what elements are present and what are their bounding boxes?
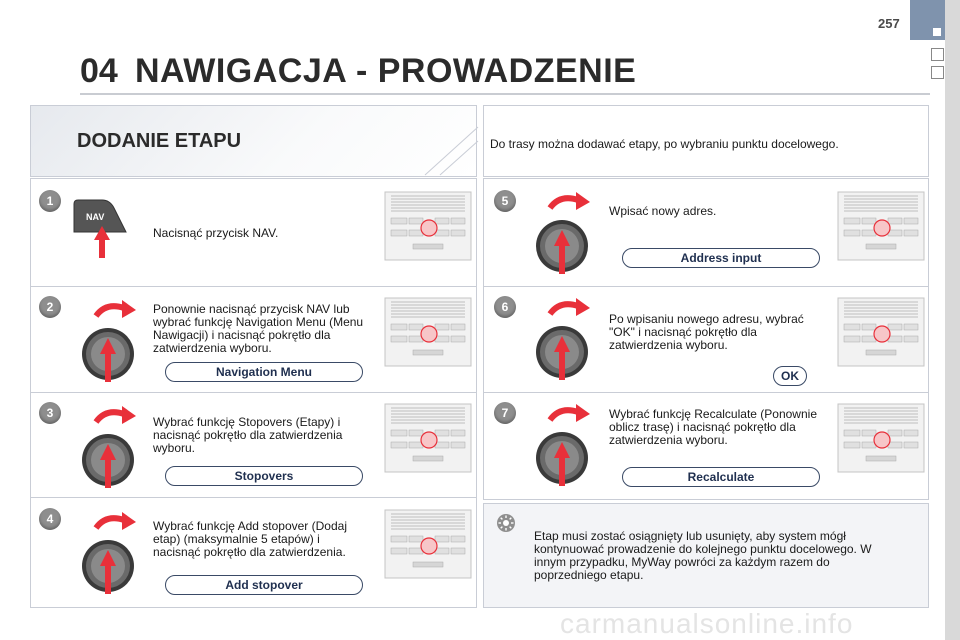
- radio-unit-icon: [384, 403, 472, 473]
- step-text: Wybrać funkcję Stopovers (Etapy) i nacis…: [153, 415, 343, 455]
- step-text: Po wpisaniu nowego adresu, wybrać "OK" i…: [609, 312, 804, 352]
- menu-option-add-stopover[interactable]: Add stopover: [165, 575, 363, 595]
- info-sun-icon: [497, 514, 515, 532]
- header-rule: [80, 93, 930, 95]
- divider: [30, 392, 477, 393]
- intro-panel: [483, 105, 929, 177]
- watermark: carmanualsonline.info: [560, 608, 854, 639]
- svg-text:NAV: NAV: [86, 212, 104, 222]
- step-number: 5: [494, 190, 516, 212]
- subtitle-panel: [30, 105, 477, 177]
- rotary-knob-icon: [82, 512, 136, 594]
- menu-option-recalculate[interactable]: Recalculate: [622, 467, 820, 487]
- step-text: Wybrać funkcję Add stopover (Dodaj etap)…: [153, 519, 347, 559]
- radio-unit-icon: [384, 191, 472, 261]
- radio-unit-icon: [837, 191, 925, 261]
- step-text: Nacisnąć przycisk NAV.: [153, 226, 279, 240]
- step-text: Ponownie nacisnąć przycisk NAV lub wybra…: [153, 302, 364, 355]
- divider: [483, 392, 929, 393]
- radio-unit-icon: [384, 297, 472, 367]
- index-box: [931, 66, 944, 79]
- divider: [483, 286, 929, 287]
- step-number: 4: [39, 508, 61, 530]
- step-text: Wybrać funkcję Recalculate (Ponownie obl…: [609, 407, 817, 447]
- radio-unit-icon: [837, 297, 925, 367]
- step-number: 7: [494, 402, 516, 424]
- divider: [30, 497, 477, 498]
- step-number: 2: [39, 296, 61, 318]
- page-title: NAWIGACJA - PROWADZENIE: [135, 52, 637, 90]
- corner-tab: [910, 0, 945, 40]
- side-strip: [945, 0, 960, 640]
- radio-unit-icon: [384, 509, 472, 579]
- radio-unit-icon: [837, 403, 925, 473]
- menu-option-navigation-menu[interactable]: Navigation Menu: [165, 362, 363, 382]
- divider: [30, 286, 477, 287]
- rotary-knob-icon: [536, 192, 590, 274]
- rotary-knob-icon: [536, 298, 590, 380]
- page-number: 257: [878, 16, 900, 31]
- ok-button[interactable]: OK: [773, 366, 807, 386]
- section-subtitle: DODANIE ETAPU: [77, 130, 242, 152]
- step-number: 6: [494, 296, 516, 318]
- menu-option-stopovers[interactable]: Stopovers: [165, 466, 363, 486]
- step-text: Wpisać nowy adres.: [609, 204, 717, 218]
- rotary-knob-icon: [82, 300, 136, 382]
- index-box: [931, 48, 944, 61]
- rotary-knob-icon: [536, 404, 590, 486]
- rotary-knob-icon: [82, 406, 136, 488]
- step-number: 3: [39, 402, 61, 424]
- note-text: Etap musi zostać osiągnięty lub usunięty…: [534, 529, 872, 582]
- step-number: 1: [39, 190, 61, 212]
- intro-text: Do trasy można dodawać etapy, po wybrani…: [490, 137, 839, 151]
- menu-option-address-input[interactable]: Address input: [622, 248, 820, 268]
- chapter-number: 04: [80, 52, 118, 90]
- nav-button-icon: NAV: [73, 199, 127, 258]
- note-panel: [483, 503, 929, 608]
- panel-fold-decoration: [424, 126, 479, 176]
